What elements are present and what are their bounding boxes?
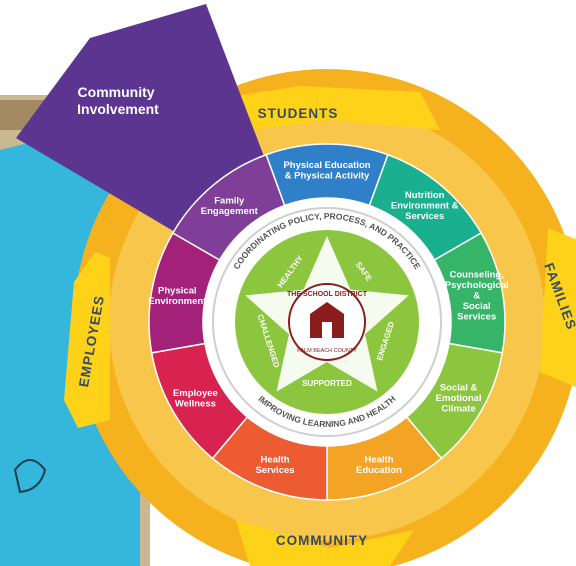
segment-label-line: & Physical Activity xyxy=(285,170,370,181)
segment-label-line: Climate xyxy=(441,404,475,415)
segment-label-line: Services xyxy=(255,465,294,476)
segment-label-line: & xyxy=(473,291,480,302)
segment-label-1: Physical Education& Physical Activity xyxy=(283,160,370,182)
segment-label-line: Nutrition xyxy=(405,190,445,201)
community-label: COMMUNITY xyxy=(276,533,368,548)
segment-label-line: Engagement xyxy=(201,206,259,217)
segment-label-line: Services xyxy=(405,211,444,222)
employees-flag xyxy=(64,252,110,428)
segment-label-line: Physical xyxy=(158,285,197,296)
segment-label-line: Social xyxy=(463,301,491,312)
hub-ring-line xyxy=(212,207,442,437)
logo-text: THE SCHOOL DISTRICT xyxy=(287,291,368,298)
community-involvement-label: Community Involvement xyxy=(77,84,159,117)
families-flag xyxy=(540,228,576,388)
segment-label-line: Environment xyxy=(148,296,207,307)
students-flag xyxy=(236,86,440,130)
segment-label-line: Psychological xyxy=(445,280,509,291)
segment-label-line: Health xyxy=(260,455,289,466)
community-involvement-text-line2: Involvement xyxy=(77,101,159,117)
shirt-print xyxy=(13,459,47,494)
community-involvement-text: Community xyxy=(78,84,155,100)
segment-label-line: Services xyxy=(457,312,496,323)
segment-label-line: Education xyxy=(356,465,402,476)
segment-wheel: Physical Education& Physical ActivityNut… xyxy=(148,143,509,501)
segment-label-line: Emotional xyxy=(436,393,482,404)
segment-label-line: Counseling, xyxy=(450,270,504,281)
segment-label-line: Health xyxy=(364,455,393,466)
segment-label-line: Environment & xyxy=(391,201,459,212)
segment-label-line: Wellness xyxy=(175,398,216,409)
star-label-supported: SUPPORTED xyxy=(302,379,352,388)
segment-label-line: Family xyxy=(214,195,245,206)
segment-label-line: Physical Education xyxy=(283,160,370,171)
logo-door-icon xyxy=(322,322,332,338)
logo-subtext: PALM BEACH COUNTY xyxy=(297,348,357,354)
community-flag xyxy=(236,520,414,566)
segment-label-line: Social & xyxy=(440,383,478,394)
logo-schoolhouse-icon xyxy=(310,302,344,338)
students-label: STUDENTS xyxy=(258,106,339,121)
segment-label-line: Employee xyxy=(173,388,218,399)
